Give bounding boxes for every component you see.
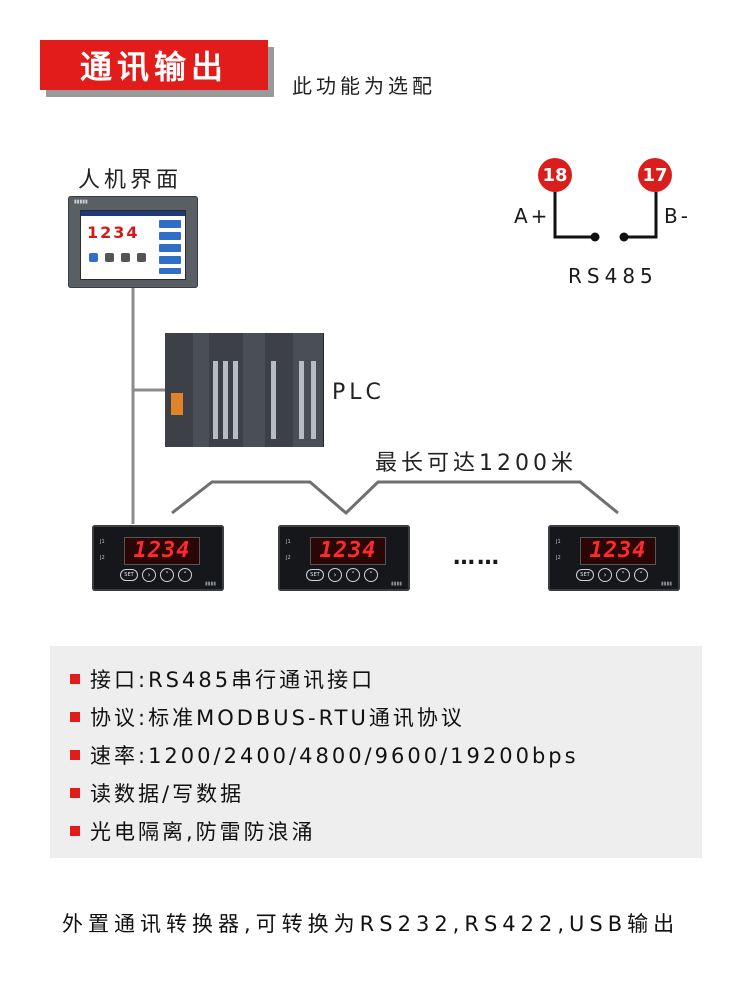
- plc-terminal-strip: [311, 361, 316, 439]
- plc-terminal-strip: [271, 361, 276, 439]
- spec-item-text: 读数据/写数据: [90, 782, 245, 806]
- hmi-icon: [137, 253, 146, 262]
- terminal-dot-a: [590, 232, 600, 242]
- panel-meter-2: J1 J2 1234 SET › ˅ ˄ ▮▮▮▮: [278, 525, 410, 591]
- hmi-brand-mark: ▮▮▮▮▮: [74, 199, 88, 205]
- more-meters-ellipsis: ……: [453, 545, 501, 570]
- terminal-b-label: B-: [664, 204, 691, 228]
- meter-up-arrow-icon: ˄: [634, 568, 648, 582]
- meter-indicator-tag: J1: [556, 539, 561, 545]
- plc-label: PLC: [332, 380, 385, 405]
- spec-item-text: 光电隔离,防雷防浪涌: [90, 820, 316, 844]
- terminal-17-badge: 17: [638, 158, 672, 192]
- meter-brand-mark: ▮▮▮▮: [660, 581, 672, 587]
- meter-display-value: 1234: [124, 537, 200, 565]
- terminal-18-badge: 18: [538, 158, 572, 192]
- spec-item-text: 接口:RS485串行通讯接口: [90, 668, 376, 692]
- hmi-icon: [121, 253, 130, 262]
- hmi-label: 人机界面: [78, 168, 183, 193]
- meter-down-arrow-icon: ˅: [616, 568, 630, 582]
- bullet-square-icon: [70, 712, 80, 722]
- plc-module: [265, 333, 294, 447]
- hmi-menu-button: [159, 232, 181, 240]
- hmi-topbar: [81, 211, 185, 216]
- hmi-icon: [89, 253, 98, 262]
- hmi-menu-button: [159, 244, 181, 252]
- hmi-display-value: 1234: [87, 223, 140, 242]
- footer-note: 外置通讯转换器,可转换为RS232,RS422,USB输出: [62, 912, 680, 936]
- plc-status-led: [171, 393, 183, 415]
- plc-module: [193, 333, 210, 447]
- meter-set-button: SET: [306, 569, 324, 581]
- meter-indicator-tag: J2: [286, 555, 291, 561]
- hmi-icon: [105, 253, 114, 262]
- meter-up-arrow-icon: ˄: [178, 568, 192, 582]
- rs485-label: RS485: [568, 264, 658, 288]
- meter-brand-mark: ▮▮▮▮: [204, 581, 216, 587]
- plc-module: [165, 333, 194, 447]
- meter-up-arrow-icon: ˄: [364, 568, 378, 582]
- meter-display-value: 1234: [580, 537, 656, 565]
- meter-indicator-tag: J2: [556, 555, 561, 561]
- meter-set-button: SET: [576, 569, 594, 581]
- meter-indicator-tag: J1: [286, 539, 291, 545]
- spec-list-panel: 接口:RS485串行通讯接口 协议:标准MODBUS-RTU通讯协议 速率:12…: [50, 646, 702, 858]
- plc-terminal-strip: [213, 361, 218, 439]
- terminal-dot-b: [619, 232, 629, 242]
- panel-meter-3: J1 J2 1234 SET › ˅ ˄ ▮▮▮▮: [548, 525, 680, 591]
- meter-right-arrow-icon: ›: [142, 568, 156, 582]
- meter-indicator-tag: J2: [100, 555, 105, 561]
- plc-terminal-strip: [223, 361, 228, 439]
- page-subtitle: 此功能为选配: [292, 74, 436, 98]
- meter-indicator-tag: J1: [100, 539, 105, 545]
- hmi-menu-button: [159, 220, 181, 228]
- spec-item: 速率:1200/2400/4800/9600/19200bps: [70, 740, 579, 770]
- spec-item-text: 协议:标准MODBUS-RTU通讯协议: [90, 706, 465, 730]
- meter-set-button: SET: [120, 569, 138, 581]
- terminal-wire-a: [553, 192, 593, 239]
- plc-module: [293, 333, 324, 447]
- meter-right-arrow-icon: ›: [328, 568, 342, 582]
- plc-module: [243, 333, 266, 447]
- plc-terminal-strip: [299, 361, 304, 439]
- spec-item: 读数据/写数据: [70, 778, 244, 808]
- spec-item: 光电隔离,防雷防浪涌: [70, 816, 316, 846]
- plc-terminal-strip: [233, 361, 238, 439]
- hmi-screen: 1234: [80, 210, 186, 280]
- spec-item: 接口:RS485串行通讯接口: [70, 664, 375, 694]
- hmi-panel-image: ▮▮▮▮▮ 1234: [68, 196, 198, 288]
- spec-item: 协议:标准MODBUS-RTU通讯协议: [70, 702, 465, 732]
- bullet-square-icon: [70, 788, 80, 798]
- bullet-square-icon: [70, 826, 80, 836]
- plc-rack-image: [165, 333, 324, 447]
- meter-down-arrow-icon: ˅: [160, 568, 174, 582]
- meter-down-arrow-icon: ˅: [346, 568, 360, 582]
- terminal-wire-b: [626, 192, 658, 239]
- panel-meter-1: J1 J2 1234 SET › ˅ ˄ ▮▮▮▮: [92, 525, 224, 591]
- hmi-menu-button: [159, 268, 181, 274]
- daisy-chain-line: [171, 480, 619, 516]
- hmi-menu-button: [159, 256, 181, 264]
- bullet-square-icon: [70, 750, 80, 760]
- page-title: 通讯输出: [40, 40, 268, 90]
- terminal-a-label: A+: [514, 204, 551, 228]
- meter-brand-mark: ▮▮▮▮: [390, 581, 402, 587]
- meter-right-arrow-icon: ›: [598, 568, 612, 582]
- bullet-square-icon: [70, 674, 80, 684]
- meter-display-value: 1234: [310, 537, 386, 565]
- spec-item-text: 速率:1200/2400/4800/9600/19200bps: [90, 744, 579, 768]
- distance-label: 最长可达1200米: [375, 451, 577, 476]
